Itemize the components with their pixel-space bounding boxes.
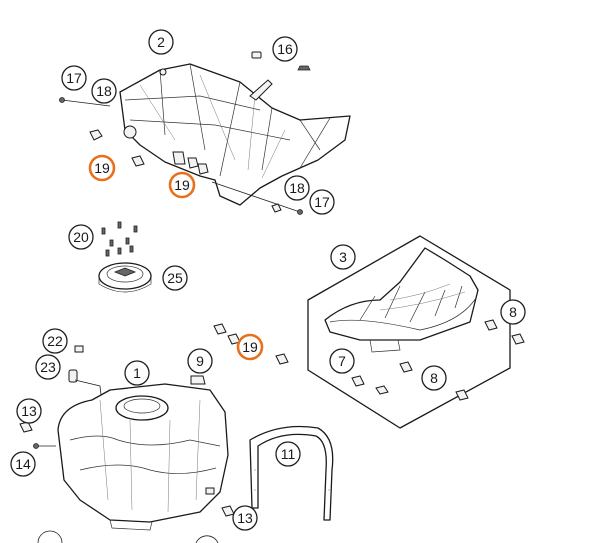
callout-3-label: 3: [339, 249, 347, 265]
callout-8-top: 8: [500, 299, 526, 325]
fuel-tank-part: [57, 383, 235, 531]
callout-8-top-label: 8: [509, 304, 517, 320]
callout-8-bottom-label: 8: [430, 370, 438, 386]
callout-17-top: 17: [61, 65, 87, 91]
callout-18-right: 18: [284, 175, 310, 201]
callout-7: 7: [329, 348, 355, 374]
callout-20-label: 20: [73, 229, 89, 245]
callout-9: 9: [187, 348, 213, 374]
callout-17-right-label: 17: [314, 194, 330, 210]
callout-22: 22: [42, 328, 68, 354]
callout-1-label: 1: [133, 365, 141, 381]
callout-20: 20: [68, 224, 94, 250]
callout-13-bottom: 13: [232, 505, 258, 531]
callout-19-lower-label: 19: [242, 339, 258, 355]
callout-18-top-label: 18: [96, 83, 112, 99]
callout-7-label: 7: [338, 353, 346, 369]
callout-partial-left: [37, 530, 63, 543]
callout-13-left-label: 13: [21, 403, 37, 419]
callout-18-right-label: 18: [289, 180, 305, 196]
guard-bracket-part: [249, 425, 334, 521]
small-parts-lower: [19, 323, 289, 449]
callout-25-label: 25: [167, 270, 183, 286]
callout-8-bottom: 8: [421, 365, 447, 391]
callout-partial-mid: [195, 535, 219, 543]
callout-25: 25: [162, 265, 188, 291]
callout-19-left: 19: [88, 154, 116, 182]
seat-clips: [351, 319, 525, 401]
callout-2-label: 2: [157, 34, 165, 50]
callout-2: 2: [148, 29, 174, 55]
callout-23-label: 23: [40, 359, 56, 375]
callout-9-label: 9: [196, 353, 204, 369]
seat-part: [324, 247, 479, 353]
callout-18-top: 18: [91, 78, 117, 104]
callout-1: 1: [124, 360, 150, 386]
callout-11: 11: [275, 441, 301, 467]
callout-16: 16: [272, 36, 298, 62]
hardware-small-parts: [59, 51, 311, 215]
fuel-cap-ring: [98, 262, 152, 293]
callout-19-mid-label: 19: [174, 177, 190, 193]
callout-19-lower: 19: [236, 333, 264, 361]
callout-22-label: 22: [47, 333, 63, 349]
callout-11-label: 11: [281, 446, 296, 462]
callout-14-label: 14: [15, 456, 31, 472]
callout-16-label: 16: [277, 41, 293, 57]
tank-cover-part: [119, 63, 351, 206]
callout-3: 3: [330, 244, 356, 270]
callout-23: 23: [35, 354, 61, 380]
callout-19-mid: 19: [168, 171, 196, 199]
screws-group: [101, 221, 138, 257]
callout-14: 14: [10, 451, 36, 477]
callout-13-left: 13: [16, 398, 42, 424]
callout-17-top-label: 17: [66, 70, 82, 86]
callout-17-right: 17: [309, 189, 335, 215]
callout-13-bottom-label: 13: [237, 510, 253, 526]
callout-19-left-label: 19: [94, 160, 110, 176]
